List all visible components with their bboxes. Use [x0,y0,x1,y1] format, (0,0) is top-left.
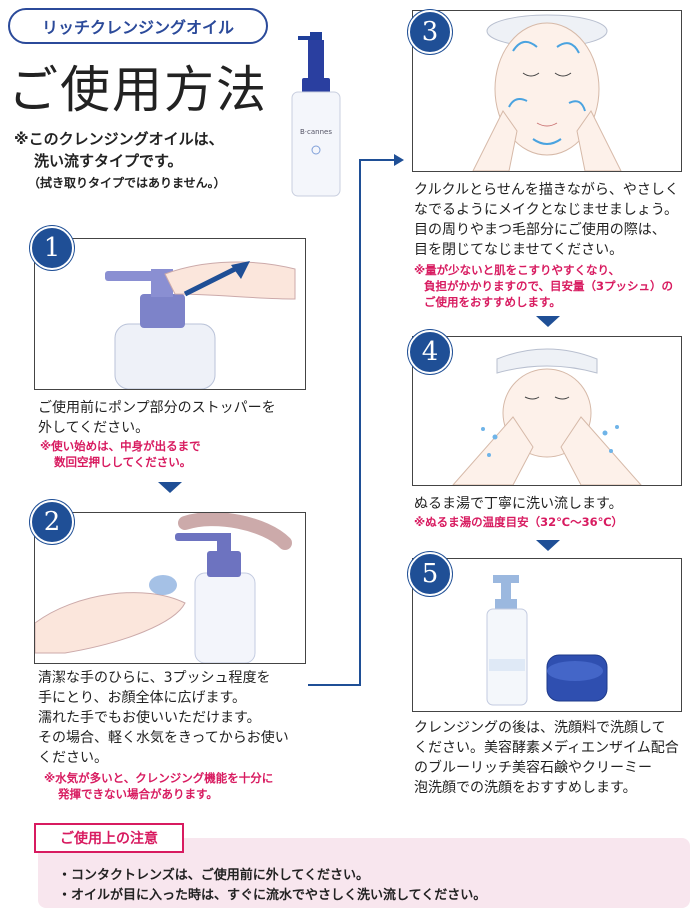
down-arrow-icon [158,482,182,493]
step-text-line: 目の周りやまつ毛部分にご使用の際は、 [414,222,666,238]
product-bottle-image: B·cannes [291,32,341,197]
note-line: 洗い流すタイプです。 [34,152,183,170]
warning-line: ※水気が多いと、クレンジング機能を十分に [44,771,274,785]
page-title: ご使用方法 [8,61,268,119]
product-badge: リッチクレンジングオイル [8,8,268,44]
note-line: ※このクレンジングオイルは、 [14,130,224,148]
step-4-illustration [412,336,682,486]
step-text-line: その場合、軽く水気をきってからお使い [38,730,289,746]
warning-line: 負担がかかりますので、目安量（3プッシュ）の [424,279,674,293]
step-4-number: 4 [408,330,452,374]
step-text-line: 清潔な手のひらに、3プッシュ程度を [38,670,271,686]
step-text-line: ください。美容酵素メディエンザイム配合 [414,740,679,756]
step-1-warning: ※使い始めは、中身が出るまで 数回空押ししてください。 [40,438,201,470]
step-5-text: クレンジングの後は、洗顔料で洗顔して ください。美容酵素メディエンザイム配合 の… [414,718,679,798]
step-text-line: のブルーリッチ美容石鹸やクリーミー [414,760,652,776]
face-wash-products-image [486,575,608,706]
caution-item: ・コンタクトレンズは、ご使用前に外してください。 [58,868,369,883]
caution-title: ご使用上の注意 [34,823,184,853]
down-arrow-icon [536,540,560,551]
face-rinse-image [452,348,642,485]
step-text-line: 泡洗顔での洗顔をおすすめします。 [414,780,637,796]
step-2-text: 清潔な手のひらに、3プッシュ程度を 手にとり、お顔全体に広げます。 濡れた手でも… [38,668,289,768]
usage-note: ※このクレンジングオイルは、 洗い流すタイプです。 （拭き取りタイプではありませ… [14,128,226,194]
bottle-label: B·cannes [300,128,332,136]
step-text-line: ください。 [38,750,108,766]
step-1-illustration [34,238,306,390]
step-4-text: ぬるま湯で丁寧に洗い流します。 [414,494,623,514]
face-massage-image [472,14,622,171]
step-text-line: なでるようにメイクとなじませましょう。 [414,202,679,218]
step-3-number: 3 [408,10,452,54]
step-text-line: 手にとり、お顔全体に広げます。 [38,690,247,706]
down-arrow-icon [536,316,560,327]
step-text-line: 目を閉じてなじませてください。 [414,242,624,258]
step-text-line: クルクルとらせんを描きながら、やさしく [414,182,679,198]
warning-line: ※量が少ないと肌をこすりやすくなり、 [414,263,620,277]
warning-line: ※ぬるま湯の温度目安（32℃〜36℃） [414,515,624,529]
step-1-number: 1 [30,226,74,270]
step-5-number: 5 [408,552,452,596]
step-text-line: 濡れた手でもお使いいただけます。 [38,710,261,726]
step-text-line: ぬるま湯で丁寧に洗い流します。 [414,496,623,512]
caution-item: ・オイルが目に入った時は、すぐに流水でやさしく洗い流してください。 [58,888,487,903]
warning-line: ご使用をおすすめします。 [424,295,561,309]
warning-line: ※使い始めは、中身が出るまで [40,439,201,453]
hand-pump-image [35,513,292,663]
step-text-line: クレンジングの後は、洗顔料で洗顔して [414,720,666,736]
note-subline: （拭き取りタイプではありません。） [28,176,226,190]
step-text-line: ご使用前にポンプ部分のストッパーを [38,400,276,416]
step-2-illustration [34,512,306,664]
step-3-warning: ※量が少ないと肌をこすりやすくなり、 負担がかかりますので、目安量（3プッシュ）… [414,262,673,310]
flow-connector [308,154,404,686]
warning-line: 発揮できない場合があります。 [58,787,218,801]
step-2-warning: ※水気が多いと、クレンジング機能を十分に 発揮できない場合があります。 [44,770,273,802]
step-2-number: 2 [30,500,74,544]
step-3-text: クルクルとらせんを描きながら、やさしく なでるようにメイクとなじませましょう。 … [414,180,679,260]
step-5-illustration [412,558,682,712]
step-4-warning: ※ぬるま湯の温度目安（32℃〜36℃） [414,514,623,530]
warning-line: 数回空押ししてください。 [54,455,192,469]
pump-stopper-image [105,261,296,389]
step-3-illustration [412,10,682,172]
step-1-text: ご使用前にポンプ部分のストッパーを 外してください。 [38,398,276,438]
step-text-line: 外してください。 [38,420,150,436]
